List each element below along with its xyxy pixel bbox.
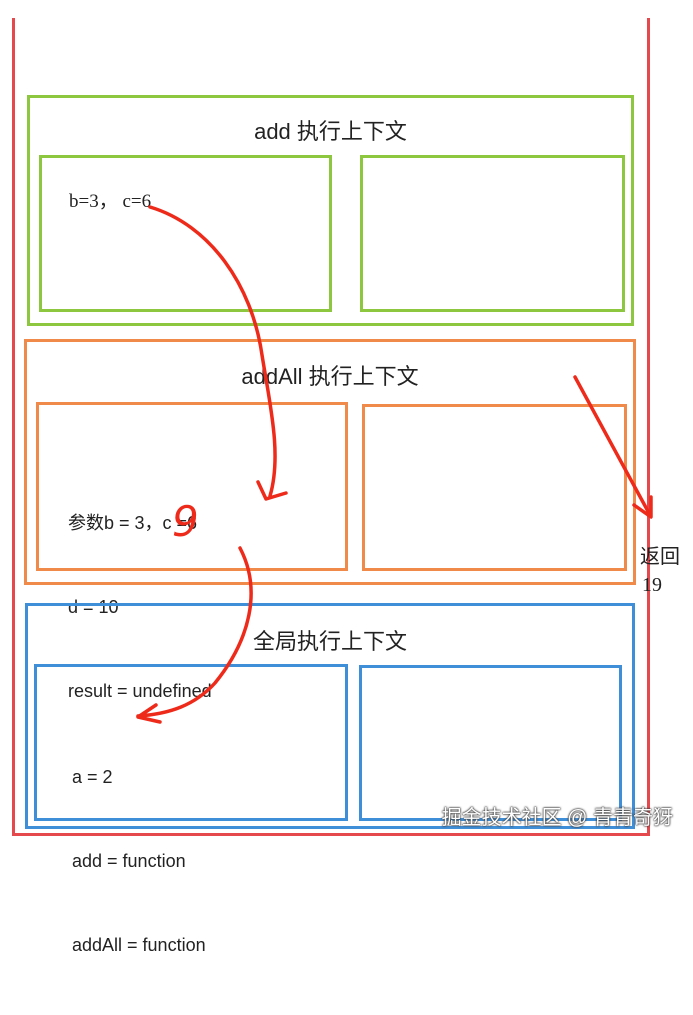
return-value: 19: [642, 574, 662, 596]
addAll-execution-context: addAll 执行上下文: [24, 339, 636, 585]
arrow-return-head: [632, 495, 653, 519]
addAll-lexical-environment: [362, 404, 627, 571]
return-label: 返回: [640, 546, 680, 568]
call-stack-right-wall: [647, 18, 650, 836]
addAll-variable-environment: 参数b = 3，c =6 d = 10 result = undefined: [36, 402, 348, 701]
add-lexical-environment: [360, 155, 625, 312]
addAll-var-params: 参数b = 3，c =6: [68, 513, 198, 533]
add-context-title: add 执行上下文: [254, 119, 407, 144]
addAll-var-result: result = undefined: [68, 681, 212, 701]
global-var-a: a = 2: [72, 767, 113, 787]
add-params: b=3， c=6: [69, 191, 152, 212]
call-stack-left-wall: [12, 18, 15, 836]
add-variable-environment: b=3， c=6: [39, 155, 332, 312]
annotation-layer: 9: [136, 205, 653, 724]
addAll-context-title: addAll 执行上下文: [241, 364, 419, 389]
global-var-add: add = function: [72, 851, 186, 871]
arrow-addAll-to-global-head: [136, 703, 162, 724]
call-stack-bottom: [12, 833, 650, 836]
global-context-title: 全局执行上下文: [252, 629, 407, 654]
global-execution-context: 全局执行上下文: [25, 603, 635, 829]
arrow-return: [573, 375, 652, 517]
global-var-addAll: addAll = function: [72, 935, 206, 955]
addAll-vars: 参数b = 3，c =6 d = 10 result = undefined: [68, 453, 212, 761]
addAll-var-d: d = 10: [68, 597, 119, 617]
watermark: 掘金技术社区 @ 青青奇犽: [441, 807, 673, 829]
arrow-addAll-to-global: [136, 546, 253, 718]
global-lexical-environment: [359, 665, 622, 821]
add-execution-context: add 执行上下文: [27, 95, 634, 326]
arrow-add-to-addAll-head: [256, 480, 288, 501]
handwritten-nine: 9: [172, 497, 199, 546]
arrow-add-to-addAll: [148, 205, 277, 498]
